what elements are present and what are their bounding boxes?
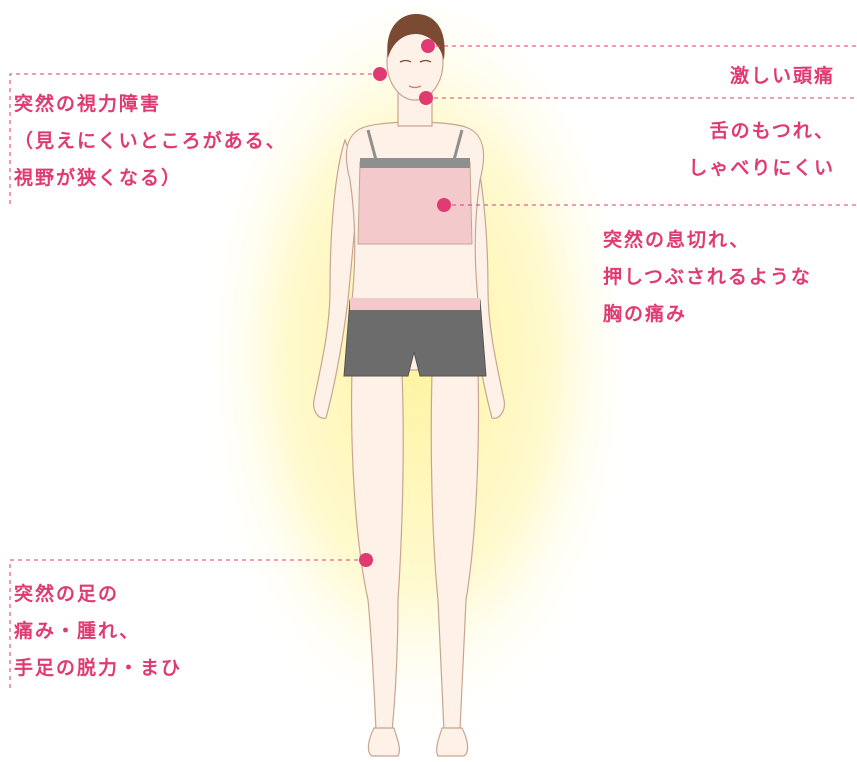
- label-leg: 突然の足の 痛み・腫れ、 手足の脱力・まひ: [14, 576, 182, 687]
- label-headache: 激しい頭痛: [730, 58, 835, 95]
- right-foot: [437, 728, 468, 756]
- chest-dot: [437, 198, 451, 212]
- leg-dot: [359, 553, 373, 567]
- eye-dot: [373, 67, 387, 81]
- left-foot: [368, 728, 399, 756]
- label-tongue: 舌のもつれ、 しゃべりにくい: [688, 113, 835, 187]
- label-vision: 突然の視力障害 （見えにくいところがある、 視野が狭くなる）: [14, 86, 287, 197]
- head-dot: [421, 39, 435, 53]
- mouth-dot: [419, 91, 433, 105]
- label-chest: 突然の息切れ、 押しつぶされるような 胸の痛み: [603, 222, 812, 333]
- shorts-waistband: [350, 298, 480, 310]
- crop-top: [358, 162, 472, 244]
